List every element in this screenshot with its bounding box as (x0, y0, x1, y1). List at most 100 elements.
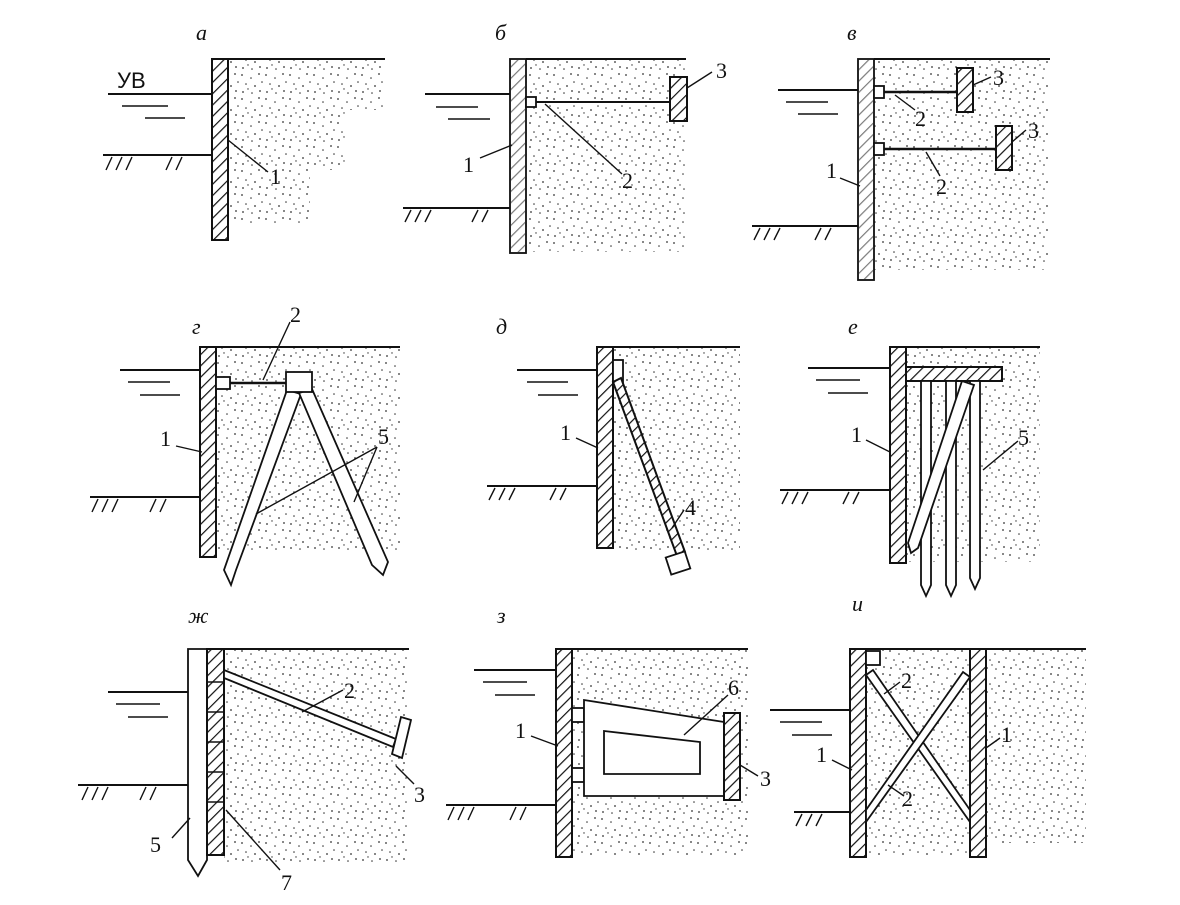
facing-joints (207, 681, 224, 803)
ground-hatch (404, 209, 489, 223)
leader-line (227, 139, 269, 173)
label-5: 5 (378, 424, 389, 449)
leader-line (1011, 129, 1027, 143)
panel-letter-b: б (495, 20, 507, 45)
waler (865, 650, 881, 666)
leader-line (831, 759, 853, 771)
relieving-platform (905, 366, 1003, 382)
soil-mass (526, 60, 686, 252)
leader-line (175, 445, 203, 453)
panel-g: г 1 2 5 (90, 302, 400, 588)
panel-i: и 1 1 2 2 (770, 591, 1086, 858)
ground-hatch (81, 786, 157, 801)
panel-letter-e: е (848, 314, 858, 339)
leader-line (171, 817, 191, 839)
sheet-pile-wall-1-front (849, 648, 867, 858)
upper-anchor-plate-3 (956, 67, 974, 113)
strut (571, 767, 585, 783)
leader-line (865, 439, 891, 453)
leader-line (887, 784, 905, 797)
waler (525, 96, 537, 108)
leader-line (686, 71, 713, 89)
waler (215, 376, 231, 390)
panel-a: а УВ 1 (103, 20, 385, 241)
label-3: 3 (716, 58, 727, 83)
leader-line (985, 737, 1001, 749)
panel-e: е 1 5 (780, 314, 1040, 599)
label-3: 3 (760, 766, 771, 791)
label-1: 1 (851, 422, 862, 447)
leader-line (839, 177, 861, 187)
label-1-back: 1 (1001, 722, 1012, 747)
sheet-pile-wall-1 (596, 346, 614, 549)
label-1: 1 (270, 164, 281, 189)
label-1: 1 (826, 158, 837, 183)
soil-mass (613, 348, 740, 552)
leader-line (925, 151, 941, 177)
panel-letter-i: и (852, 591, 863, 616)
label-1-front: 1 (816, 742, 827, 767)
pile-5-vertical (969, 380, 981, 592)
strut (571, 707, 585, 723)
ground-hatch (753, 227, 832, 241)
label-2-lower: 2 (936, 174, 947, 199)
tie-rod-2-diagonal (865, 670, 972, 825)
soil-mass (228, 60, 385, 225)
panel-v: в 1 2 2 3 3 (752, 20, 1050, 281)
leader-line (739, 764, 759, 777)
label-2: 2 (290, 302, 301, 327)
leader-line (972, 76, 992, 86)
anchor-plate-3 (723, 712, 741, 801)
ground-hatch (447, 806, 527, 821)
label-5: 5 (1018, 425, 1029, 450)
panel-b: б 1 2 3 (403, 20, 727, 254)
leader-line (683, 694, 729, 736)
ground-hatch (781, 491, 860, 505)
label-2-upper: 2 (901, 668, 912, 693)
sheet-pile-wall-1 (211, 58, 229, 241)
leader-line (255, 446, 378, 515)
label-2: 2 (344, 678, 355, 703)
label-4: 4 (685, 495, 696, 520)
anchor-plate-3 (390, 715, 413, 760)
label-2-lower: 2 (902, 786, 913, 811)
sheet-pile-wall-hatch (857, 58, 875, 281)
lower-anchor-plate-3 (995, 125, 1013, 171)
leader-line (671, 509, 685, 529)
leader-line (530, 735, 559, 747)
label-2-upper: 2 (915, 106, 926, 131)
lower-waler (873, 142, 885, 156)
leader-line (395, 765, 415, 785)
label-3-lower: 3 (1028, 118, 1039, 143)
sheet-pile-wall-1 (555, 648, 573, 858)
panel-letter-v: в (847, 20, 857, 45)
wall-facing (206, 648, 225, 856)
pile-5 (187, 648, 208, 878)
leader-line (894, 94, 916, 111)
ground-hatch (795, 813, 823, 827)
label-1: 1 (160, 426, 171, 451)
sheet-pile-wall-1-back (969, 648, 987, 858)
leader-line (262, 321, 291, 381)
label-5: 5 (150, 832, 161, 857)
leader-line (544, 103, 623, 175)
anchor-plate-3 (669, 76, 688, 122)
water-level-label: УВ (117, 68, 146, 93)
leader-line (982, 440, 1019, 471)
panel-letter-zh: ж (188, 603, 209, 628)
sheet-pile-wall-hatch (509, 58, 527, 254)
panel-letter-d: д (496, 314, 507, 339)
pile-5-raking (907, 379, 976, 555)
label-6: 6 (728, 675, 739, 700)
leader-line (301, 689, 344, 713)
leader-line (353, 446, 378, 503)
label-7: 7 (281, 870, 292, 895)
leader-line (225, 809, 281, 871)
sheet-pile-wall-1 (889, 346, 907, 564)
panel-zh: ж 2 3 5 7 (78, 603, 425, 895)
label-3-upper: 3 (993, 65, 1004, 90)
label-1: 1 (560, 420, 571, 445)
panel-letter-g: г (192, 314, 201, 339)
sheet-pile-wall-1 (199, 346, 217, 558)
panel-z: з 1 6 3 (446, 603, 771, 858)
